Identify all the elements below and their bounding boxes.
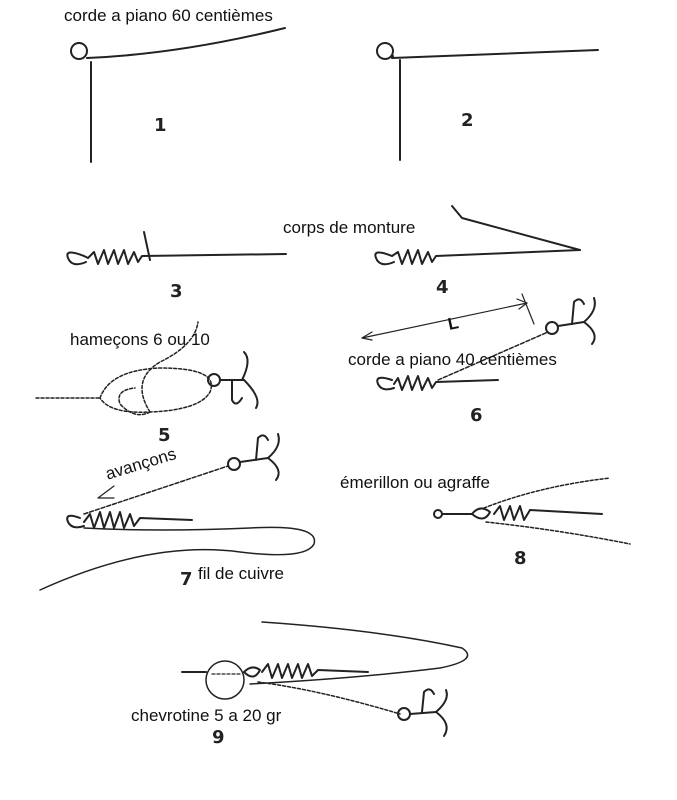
figure-number-7: 7 xyxy=(180,569,193,590)
figure-number-3: 3 xyxy=(170,281,183,302)
figure-2-drawing xyxy=(376,42,599,161)
figure-number-4: 4 xyxy=(436,277,449,298)
label-corps-de-monture: corps de monture xyxy=(283,218,416,237)
figure-number-2: 2 xyxy=(461,110,474,131)
figure-3-drawing xyxy=(66,231,287,266)
label-emerillon: émerillon ou agraffe xyxy=(340,473,490,492)
label-chevrotine: chevrotine 5 a 20 gr xyxy=(131,706,282,725)
figure-number-1: 1 xyxy=(154,115,167,136)
figure-number-8: 8 xyxy=(514,548,527,569)
label-corde-piano-60: corde a piano 60 centièmes xyxy=(64,6,273,25)
figure-number-9: 9 xyxy=(212,727,225,748)
figure-1-drawing xyxy=(70,27,286,163)
figure-4-drawing xyxy=(374,205,581,266)
figure-number-6: 6 xyxy=(470,405,483,426)
figure-5-drawing xyxy=(35,321,259,416)
figure-9-drawing xyxy=(181,621,469,737)
figure-8-drawing xyxy=(433,477,631,545)
figure-7-drawing xyxy=(39,433,316,591)
label-corde-piano-40: corde a piano 40 centièmes xyxy=(348,350,557,369)
figure-number-5: 5 xyxy=(158,425,171,446)
label-hamecons: hameçons 6 ou 10 xyxy=(70,330,210,349)
label-fil-de-cuivre: fil de cuivre xyxy=(198,564,284,583)
figure-6-drawing xyxy=(361,293,596,391)
